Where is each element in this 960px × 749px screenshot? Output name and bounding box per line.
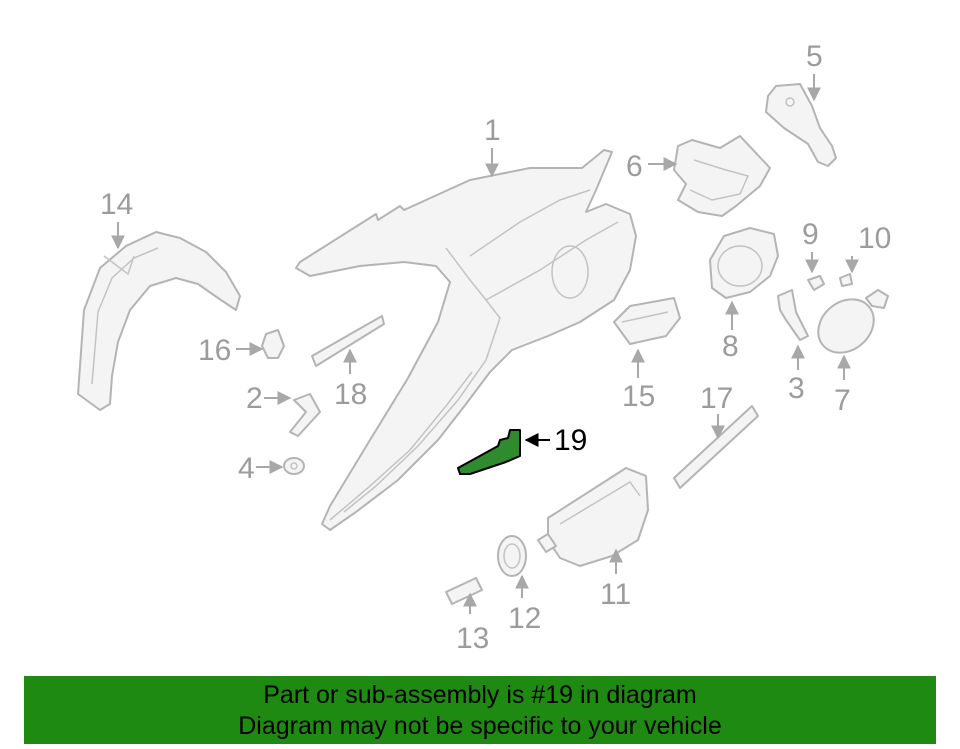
bracket-2-part xyxy=(289,393,321,437)
svg-text:7: 7 xyxy=(834,384,851,417)
callout-7: 7 xyxy=(834,354,851,417)
callout-2: 2 xyxy=(246,382,292,415)
callout-5: 5 xyxy=(806,40,823,102)
svg-text:3: 3 xyxy=(788,372,805,405)
highlighted-part-19 xyxy=(457,429,521,475)
vent-15-part xyxy=(613,297,681,345)
bracket-5-part xyxy=(765,83,837,167)
callout-14: 14 xyxy=(100,188,133,250)
svg-text:13: 13 xyxy=(456,622,489,655)
actuator-13-part xyxy=(445,577,483,605)
callout-11: 11 xyxy=(600,548,631,611)
filler-housing-11-part xyxy=(537,467,649,567)
callout-18: 18 xyxy=(334,348,367,411)
quarter-panel-part xyxy=(295,149,637,531)
svg-text:11: 11 xyxy=(600,578,631,611)
callout-17: 17 xyxy=(700,382,733,440)
svg-text:17: 17 xyxy=(700,382,733,415)
svg-text:15: 15 xyxy=(622,380,655,413)
svg-text:5: 5 xyxy=(806,40,823,73)
svg-text:1: 1 xyxy=(484,114,501,147)
callout-15: 15 xyxy=(622,348,655,413)
svg-text:8: 8 xyxy=(722,330,739,363)
clip-10-part xyxy=(839,273,853,287)
callout-1: 1 xyxy=(484,114,501,178)
callout-19: 19 xyxy=(524,424,587,457)
molding-18-part xyxy=(311,315,385,367)
svg-text:4: 4 xyxy=(238,452,255,485)
banner-line-2: Diagram may not be specific to your vehi… xyxy=(238,712,722,740)
fastener-16-part xyxy=(261,329,285,359)
svg-text:16: 16 xyxy=(198,334,231,367)
svg-text:9: 9 xyxy=(802,218,819,251)
fuel-door-housing-6-part xyxy=(673,135,771,217)
filler-pocket-8-part xyxy=(709,227,779,299)
fuel-door-7-part xyxy=(817,289,889,354)
parts-diagram: 1 5 6 9 10 8 3 7 14 16 18 2 xyxy=(77,40,891,655)
svg-text:2: 2 xyxy=(246,382,263,415)
wheelhouse-liner-part xyxy=(77,231,241,411)
callout-8: 8 xyxy=(722,300,739,363)
banner-line-1: Part or sub-assembly is #19 in diagram xyxy=(263,681,697,709)
fastener-4-part xyxy=(283,457,305,475)
callout-9: 9 xyxy=(802,218,819,274)
svg-text:12: 12 xyxy=(508,602,541,635)
svg-text:18: 18 xyxy=(334,378,367,411)
molding-17-part xyxy=(673,405,759,489)
callout-12: 12 xyxy=(508,574,541,635)
info-banner: Part or sub-assembly is #19 in diagram D… xyxy=(24,676,936,744)
callout-13: 13 xyxy=(456,592,489,655)
svg-text:14: 14 xyxy=(100,188,133,221)
clip-9-part xyxy=(807,275,825,291)
svg-text:6: 6 xyxy=(626,150,643,183)
callout-3: 3 xyxy=(788,344,805,405)
grommet-12-part xyxy=(497,535,527,577)
callout-10: 10 xyxy=(845,222,891,274)
hinge-3-part xyxy=(777,289,809,341)
svg-text:10: 10 xyxy=(858,222,891,255)
callout-6: 6 xyxy=(626,150,678,183)
callout-16: 16 xyxy=(198,334,264,367)
callout-4: 4 xyxy=(238,452,284,485)
svg-text:19: 19 xyxy=(554,424,587,457)
